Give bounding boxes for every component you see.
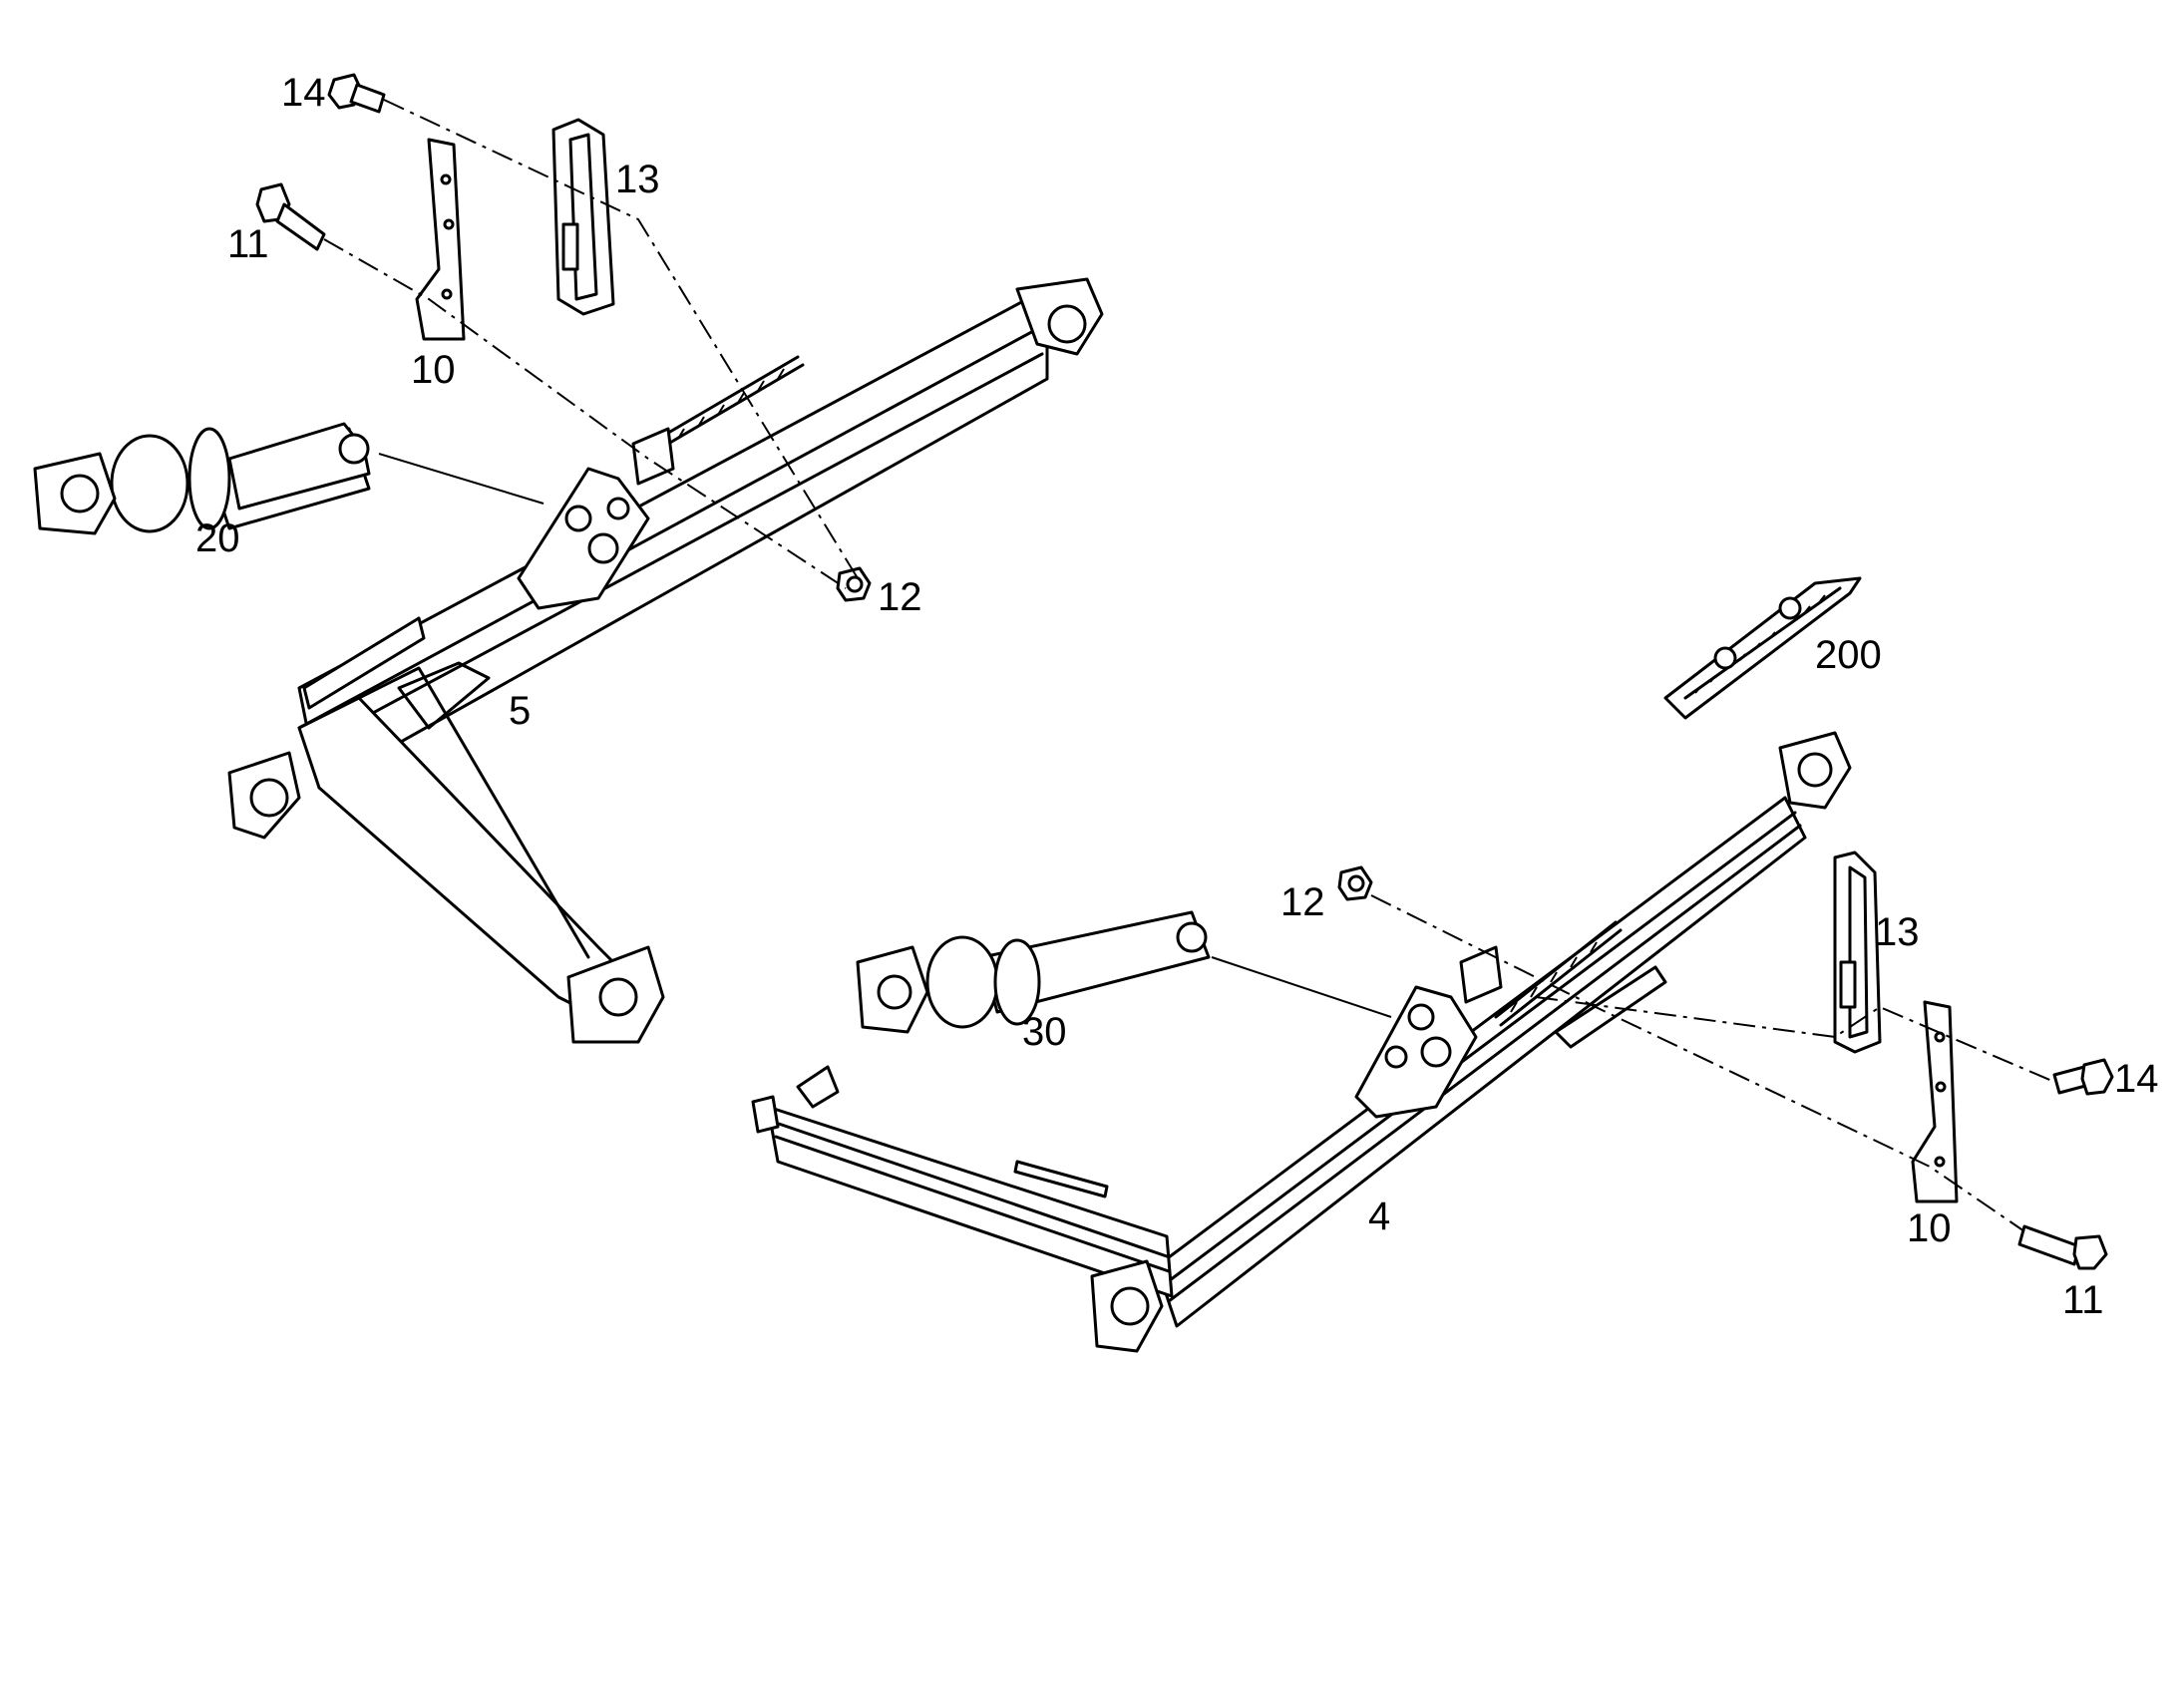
label-11-top: 11: [227, 222, 269, 266]
lower-link-frame-4: [751, 731, 1852, 1353]
assembly-line-bottom-a: [1370, 894, 2025, 1232]
coupler-right-5: [1015, 277, 1104, 356]
assembly-line-top-b: [323, 238, 847, 589]
plate-10-bottom: [1911, 1000, 1959, 1203]
label-12-bottom: 12: [1280, 880, 1325, 924]
assembly-line-top-a: [383, 99, 859, 579]
bolt-14-top: [327, 73, 386, 114]
lower-link-frame-5: [227, 277, 1104, 1044]
label-14-top: 14: [281, 71, 326, 115]
pin-end-4: [751, 1095, 780, 1134]
nut-12-top: [836, 566, 872, 602]
label-11-bottom: 11: [2062, 1278, 2104, 1322]
leader-20: [378, 453, 545, 505]
assembly-line-bottom-b: [1535, 996, 2055, 1083]
cylinder-30: [856, 910, 1211, 1034]
label-10-bottom: 10: [1907, 1206, 1952, 1250]
label-12-top: 12: [878, 575, 922, 619]
leader-30: [1211, 956, 1392, 1018]
bracket-13-top: [551, 118, 615, 316]
coupler-left-5: [227, 751, 301, 840]
nut-12-bottom: [1337, 865, 1373, 901]
label-10-top: 10: [411, 348, 456, 392]
bolt-11-top: [255, 182, 326, 251]
coupler-right-4: [1778, 731, 1852, 810]
coupler-left-4: [1090, 1259, 1164, 1353]
bracket-13-bottom: [1833, 851, 1882, 1054]
rack-200: [1663, 576, 1862, 720]
coupler-bottom-5: [566, 945, 665, 1044]
label-13-top: 13: [615, 158, 660, 201]
label-13-bottom: 13: [1875, 910, 1920, 954]
label-20: 20: [195, 516, 240, 560]
bolt-11-bottom: [2017, 1224, 2108, 1270]
plate-10-top: [415, 138, 466, 341]
bolt-14-bottom: [2052, 1058, 2114, 1096]
label-4: 4: [1368, 1195, 1390, 1238]
label-200: 200: [1815, 633, 1882, 677]
label-5: 5: [509, 689, 531, 733]
label-30: 30: [1022, 1010, 1067, 1054]
cylinder-20: [33, 422, 371, 535]
label-14-bottom: 14: [2114, 1057, 2159, 1101]
